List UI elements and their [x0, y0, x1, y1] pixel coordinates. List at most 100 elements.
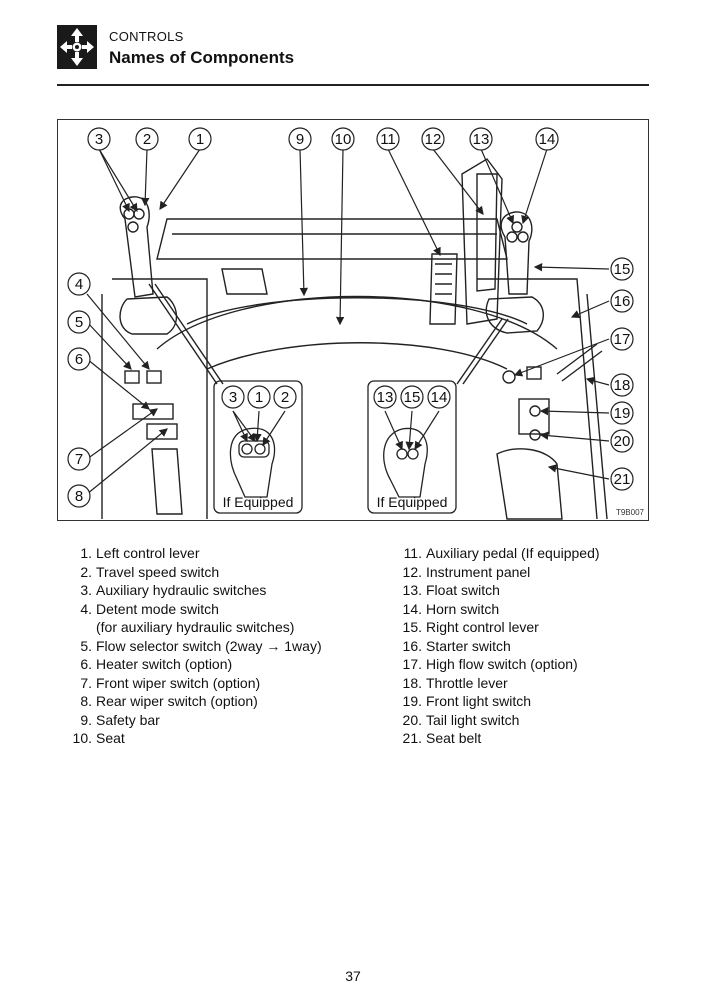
callout-21: 21 — [610, 467, 634, 491]
component-name: Auxiliary hydraulic switches — [96, 582, 267, 598]
callout-number: 17 — [614, 331, 631, 348]
component-item: 16.Starter switch — [396, 637, 600, 656]
components-list-right: 11.Auxiliary pedal (If equipped)12.Instr… — [396, 544, 600, 748]
component-name: Seat — [96, 730, 125, 746]
callout-number: 14 — [431, 389, 448, 406]
callout-number: 14 — [539, 131, 556, 148]
callout-number: 5 — [75, 314, 83, 331]
callout-number: 18 — [614, 377, 631, 394]
callout-15: 15 — [610, 257, 634, 281]
component-item: 5.Flow selector switch (2way → 1way) — [66, 637, 321, 656]
callout-number: 16 — [614, 293, 631, 310]
component-number: 16. — [402, 637, 422, 654]
callout-number: 11 — [380, 131, 396, 148]
callout-13: 13 — [469, 127, 493, 151]
component-number: 2. — [80, 563, 92, 580]
page-title: Names of Components — [109, 48, 295, 67]
callout-number: 1 — [196, 131, 204, 148]
component-number: 15. — [402, 619, 422, 635]
component-item: 10.Seat — [66, 729, 322, 748]
callout-6: 6 — [67, 347, 91, 371]
callout-number: 3 — [229, 389, 237, 406]
header-divider — [57, 84, 649, 86]
callout-5: 5 — [67, 310, 91, 334]
callout-12: 12 — [421, 127, 445, 151]
component-item: 4.Detent mode switch(for auxiliary hydra… — [66, 600, 322, 637]
callout-4: 4 — [67, 272, 91, 296]
component-number: 9. — [80, 711, 92, 728]
callout-number: 20 — [614, 433, 631, 450]
component-name: Travel speed switch — [96, 563, 220, 580]
inset-left-callout-1: 1 — [247, 385, 271, 409]
section-label: CONTROLS — [109, 29, 184, 44]
component-name: Left control lever — [96, 545, 200, 561]
inset-right-callout-13: 13 — [373, 385, 397, 409]
component-item: 3.Auxiliary hydraulic switches — [66, 581, 322, 600]
component-name: Front wiper switch (option) — [96, 674, 261, 691]
component-number: 5. — [80, 637, 92, 654]
page-number: 37 — [345, 968, 361, 984]
component-name: Horn switch — [426, 600, 500, 617]
callout-number: 2 — [143, 131, 151, 148]
controls-section-icon — [57, 25, 97, 69]
callout-2: 2 — [135, 127, 159, 151]
component-number: 14. — [402, 600, 422, 617]
callout-number: 15 — [614, 261, 631, 278]
component-number: 8. — [80, 693, 92, 709]
callout-number: 3 — [95, 131, 103, 148]
component-name: Throttle lever — [426, 674, 508, 691]
component-number: 1. — [80, 545, 92, 561]
callout-number: 21 — [614, 471, 631, 488]
callout-18: 18 — [610, 373, 634, 397]
component-name-continued: (for auxiliary hydraulic switches) — [96, 619, 295, 635]
component-item: 18.Throttle lever — [396, 674, 600, 693]
component-number: 3. — [80, 582, 92, 598]
component-name: Float switch — [426, 582, 500, 598]
component-number: 11. — [403, 545, 422, 561]
component-number: 7. — [80, 674, 92, 691]
component-name: Starter switch — [426, 637, 511, 654]
component-item: 6.Heater switch (option) — [66, 655, 322, 674]
callout-number: 15 — [404, 389, 421, 406]
callout-19: 19 — [610, 401, 634, 425]
component-item: 2.Travel speed switch — [66, 563, 322, 582]
callout-3: 3 — [87, 127, 111, 151]
component-number: 10. — [72, 730, 92, 746]
component-name: Seat belt — [426, 730, 482, 746]
inset-right-caption: If Equipped — [377, 494, 448, 510]
callout-number: 4 — [75, 276, 83, 293]
callout-14: 14 — [535, 127, 559, 151]
callout-10: 10 — [331, 127, 355, 151]
component-item: 17.High flow switch (option) — [396, 655, 600, 674]
component-number: 13. — [402, 582, 422, 598]
component-item: 21.Seat belt — [396, 729, 600, 748]
component-name: Auxiliary pedal (If equipped) — [426, 545, 600, 561]
inset-left-callout-3: 3 — [221, 385, 245, 409]
component-item: 8.Rear wiper switch (option) — [66, 692, 322, 711]
figure-code: T9B007 — [616, 508, 645, 517]
callout-11: 11 — [376, 127, 400, 151]
component-item: 15.Right control lever — [396, 618, 600, 637]
component-number: 4. — [80, 600, 92, 617]
callout-number: 13 — [473, 131, 490, 148]
component-item: 1.Left control lever — [66, 544, 322, 563]
component-name: Safety bar — [96, 711, 160, 728]
callout-16: 16 — [610, 289, 634, 313]
callout-17: 17 — [610, 327, 634, 351]
component-number: 18. — [402, 674, 422, 691]
component-name: Instrument panel — [426, 563, 531, 580]
component-item: 13.Float switch — [396, 581, 600, 600]
component-name: Rear wiper switch (option) — [96, 693, 258, 709]
callout-number: 2 — [281, 389, 289, 406]
callout-number: 19 — [614, 405, 631, 422]
callout-1: 1 — [188, 127, 212, 151]
callout-number: 12 — [425, 131, 442, 148]
component-number: 19. — [402, 693, 422, 709]
component-number: 20. — [402, 711, 422, 728]
callout-number: 1 — [255, 389, 263, 406]
callout-number: 7 — [75, 451, 83, 468]
inset-left-caption: If Equipped — [223, 494, 294, 510]
inset-right-callout-15: 15 — [400, 385, 424, 409]
component-number: 12. — [402, 563, 422, 580]
